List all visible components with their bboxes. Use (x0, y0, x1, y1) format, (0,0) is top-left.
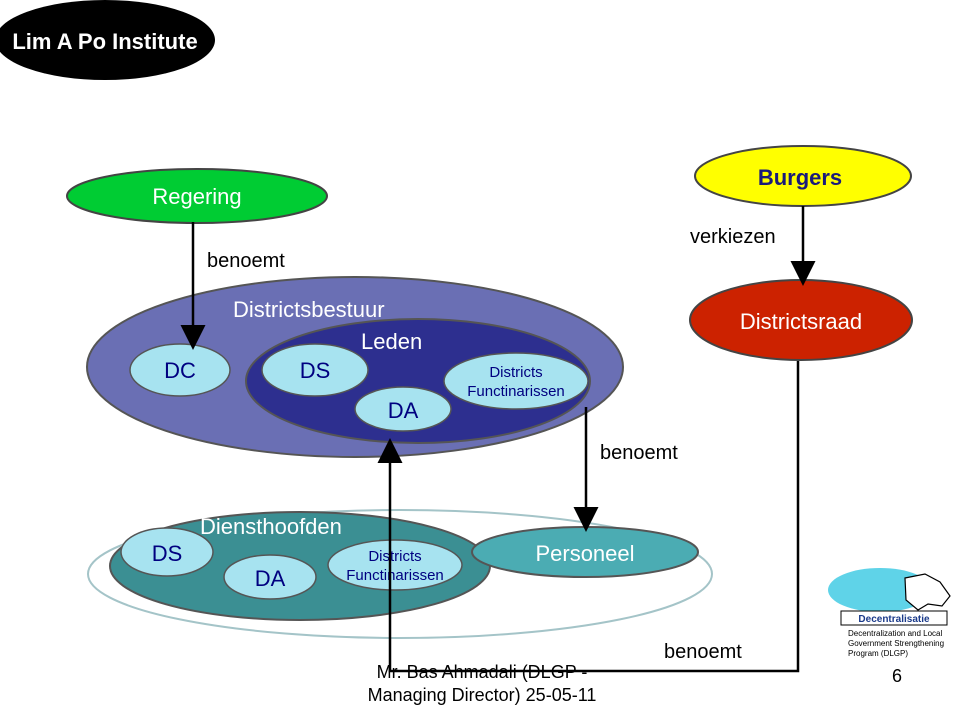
diensthoofden-title: Diensthoofden (200, 514, 342, 539)
functionarissen-line1-dienst: Districts (368, 548, 421, 565)
districtsbestuur-group: Districtsbestuur DC Leden DS DA District… (86, 276, 624, 458)
ds-label-dienst: DS (152, 541, 183, 566)
da-label-dienst: DA (255, 566, 286, 591)
institute-badge: Lim A Po Institute (0, 0, 215, 80)
footer-author-line1: Mr. Bas Ahmadali (DLGP - (377, 662, 588, 682)
edge-label-benoemt-regering: benoemt (207, 250, 285, 272)
page-number: 6 (892, 666, 902, 686)
edge-burgers-raad: verkiezen (690, 206, 816, 286)
leden-label: Leden (361, 329, 422, 354)
edge-functionarissen-personeel: benoemt (573, 407, 678, 532)
districtsraad-node: Districtsraad (689, 279, 913, 361)
institute-title: Lim A Po Institute (12, 29, 197, 54)
logo-caption-line1: Decentralization and Local (848, 629, 943, 638)
functionarissen-line1-bestuur: Districts (489, 364, 542, 381)
functionarissen-line2-dienst: Functinarissen (346, 567, 444, 584)
districtsbestuur-title: Districtsbestuur (233, 297, 385, 322)
regering-node: Regering (66, 168, 328, 224)
personeel-label: Personeel (535, 541, 634, 566)
footer-author-line2: Managing Director) 25-05-11 (368, 685, 597, 705)
personeel-node: Personeel (471, 526, 699, 578)
logo-caption-line3: Program (DLGP) (848, 649, 908, 658)
burgers-node: Burgers (694, 145, 912, 207)
edge-label-benoemt-personeel: benoemt (600, 442, 678, 464)
edge-label-verkiezen: verkiezen (690, 226, 776, 248)
dlgp-logo: Decentralisatie Decentralization and Loc… (828, 568, 951, 658)
regering-label: Regering (152, 184, 241, 209)
edge-regering-dc: benoemt (180, 222, 285, 350)
functionarissen-line2-bestuur: Functinarissen (467, 383, 565, 400)
edge-label-benoemt-raad: benoemt (664, 641, 742, 663)
da-label-bestuur: DA (388, 398, 419, 423)
ds-label-bestuur: DS (300, 358, 331, 383)
map-icon (904, 573, 951, 611)
burgers-label: Burgers (758, 165, 842, 190)
logo-name: Decentralisatie (858, 614, 930, 625)
dc-label: DC (164, 358, 196, 383)
edge-raad-da: benoemt (377, 361, 800, 673)
districtsraad-label: Districtsraad (740, 309, 862, 334)
logo-caption-line2: Government Strengthening (848, 639, 944, 648)
